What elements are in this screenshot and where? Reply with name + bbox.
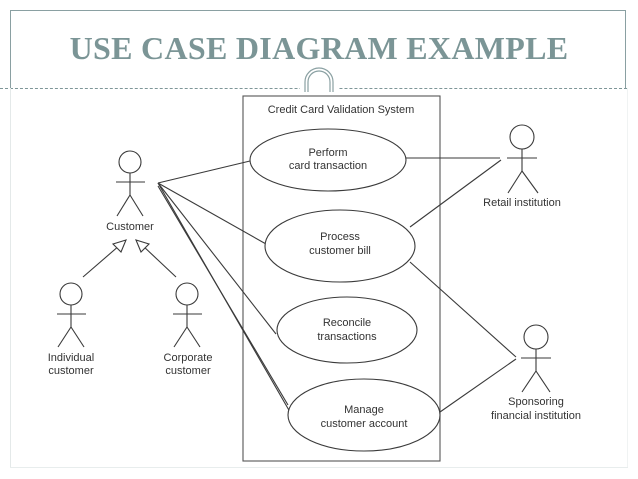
use-case-manage[interactable]: Manage customer account xyxy=(287,378,441,452)
divider-ornament-icon xyxy=(300,67,338,92)
actor-customer[interactable]: Customer xyxy=(106,150,154,233)
use-case-reconcile[interactable]: Reconcile transactions xyxy=(276,296,418,364)
association-customer-reconcile xyxy=(157,182,277,335)
actor-label: Individual xyxy=(48,352,94,364)
content-frame-left xyxy=(10,88,11,468)
association-retail-process xyxy=(409,159,502,228)
stick-figure-icon xyxy=(173,282,202,348)
stick-figure-icon xyxy=(521,324,551,393)
content-frame-bottom xyxy=(10,467,628,468)
actor-label: Customer xyxy=(106,221,154,233)
actor-label: customer xyxy=(48,365,94,377)
actor-label: financial institution xyxy=(491,410,581,422)
use-case-label: Reconcile xyxy=(323,317,371,329)
content-frame-right xyxy=(627,88,628,468)
use-case-perform[interactable]: Perform card transaction xyxy=(249,128,407,192)
slide-title: USE CASE DIAGRAM EXAMPLE xyxy=(69,30,569,66)
system-boundary-label: Credit Card Validation System xyxy=(268,104,415,116)
title-frame xyxy=(10,10,626,88)
association-sponsoring-manage xyxy=(439,358,517,413)
actor-label: customer xyxy=(165,365,211,377)
use-case-label: customer bill xyxy=(309,245,371,257)
use-case-label: card transaction xyxy=(289,160,367,172)
use-case-label: Perform xyxy=(308,147,347,159)
use-case-label: customer account xyxy=(321,418,408,430)
association-sponsoring-process xyxy=(409,261,517,358)
actor-label: Corporate xyxy=(164,352,213,364)
stick-figure-icon xyxy=(507,124,539,194)
use-case-label: Process xyxy=(320,231,360,243)
stick-figure-icon xyxy=(57,282,86,348)
actor-retail-institution[interactable]: Retail institution xyxy=(483,124,561,209)
stick-figure-icon xyxy=(116,150,145,217)
actor-label: Sponsoring xyxy=(508,396,564,408)
use-case-process[interactable]: Process customer bill xyxy=(264,209,416,283)
association-customer-perform xyxy=(157,160,251,184)
association-customer-process xyxy=(157,182,267,245)
generalization-individual xyxy=(82,244,121,278)
association-customer-manage-2 xyxy=(157,185,289,406)
use-case-label: Manage xyxy=(344,404,384,416)
actor-sponsoring-financial-institution[interactable]: Sponsoring financial institution xyxy=(491,324,581,422)
generalization-arrowhead-corporate xyxy=(135,239,151,253)
actor-label: Retail institution xyxy=(483,197,561,209)
generalization-corporate xyxy=(141,244,177,278)
actor-corporate-customer[interactable]: Corporate customer xyxy=(164,282,213,377)
actor-individual-customer[interactable]: Individual customer xyxy=(48,282,94,377)
use-case-label: transactions xyxy=(317,331,377,343)
generalization-arrowhead-individual xyxy=(111,239,127,253)
